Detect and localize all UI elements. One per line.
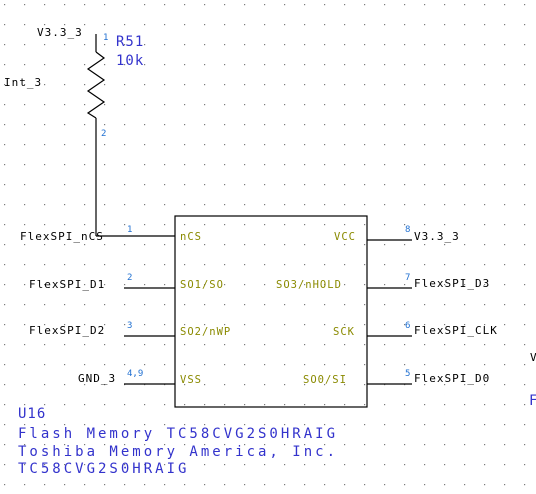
right-pin-row-1[interactable]: VCC 8 V3.3_3 xyxy=(334,225,460,243)
pin-name-so3: SO3/nHOLD xyxy=(276,279,342,291)
component-info-block: U16 Flash Memory TC58CVG2S0HRAIG Toshiba… xyxy=(18,406,338,477)
pin-number-7: 7 xyxy=(405,273,410,283)
edge-fragment-v: V xyxy=(530,351,536,364)
left-pin-row-3[interactable]: FlexSPI_D2 3 SO2/nWP xyxy=(29,321,231,338)
chip-description: Flash Memory TC58CVG2S0HRAIG xyxy=(18,426,338,442)
resistor-zigzag xyxy=(86,51,106,119)
pin-name-so2: SO2/nWP xyxy=(180,326,231,338)
resistor-ref-label: R51 xyxy=(116,34,144,50)
chip-part-number: TC58CVG2S0HRAIG xyxy=(18,461,189,477)
right-pin-row-4[interactable]: SO0/SI 5 FlexSPI_D0 xyxy=(303,369,490,386)
net-label-flexspi-clk: FlexSPI_CLK xyxy=(414,324,498,337)
pin-name-vcc: VCC xyxy=(334,231,356,243)
pin-number-1: 1 xyxy=(127,225,132,235)
ic-body-u16[interactable] xyxy=(174,215,368,408)
pin-number-6: 6 xyxy=(405,321,410,331)
resistor-top-net-label: V3.3_3 xyxy=(37,26,83,39)
pin-name-so0: SO0/SI xyxy=(303,374,347,386)
chip-ref-label: U16 xyxy=(18,406,46,422)
resistor-pin1-number: 1 xyxy=(103,33,108,43)
chip-manufacturer: Toshiba Memory America, Inc. xyxy=(18,444,338,460)
resistor-pin2-number: 2 xyxy=(101,129,106,139)
left-pin-row-2[interactable]: FlexSPI_D1 2 SO1/SO xyxy=(29,273,224,291)
pin-number-3: 3 xyxy=(127,321,132,331)
right-pin-row-3[interactable]: SCK 6 FlexSPI_CLK xyxy=(333,321,498,338)
left-pin-row-4[interactable]: GND_3 4,9 VSS xyxy=(78,369,202,386)
pin-number-5: 5 xyxy=(405,369,410,379)
pin-name-vss: VSS xyxy=(180,374,202,386)
pin-number-4-9: 4,9 xyxy=(127,369,143,379)
left-pin-row-1[interactable]: FlexSPI_nCS 1 nCS xyxy=(20,225,202,243)
pin-number-2: 2 xyxy=(127,273,132,283)
net-label-flexspi-d2: FlexSPI_D2 xyxy=(29,324,105,337)
net-label-flexspi-d0: FlexSPI_D0 xyxy=(414,372,490,385)
pin-name-ncs: nCS xyxy=(180,231,202,243)
net-label-gnd: GND_3 xyxy=(78,372,116,385)
pin-name-so1: SO1/SO xyxy=(180,279,224,291)
resistor-r51[interactable]: V3.3_3 1 2 R51 10k Int_3 xyxy=(4,26,144,236)
net-label-flexspi-d1: FlexSPI_D1 xyxy=(29,278,105,291)
pin-name-sck: SCK xyxy=(333,326,355,338)
net-label-flexspi-ncs: FlexSPI_nCS xyxy=(20,230,104,243)
right-pin-row-2[interactable]: SO3/nHOLD 7 FlexSPI_D3 xyxy=(276,273,490,291)
pin-number-8: 8 xyxy=(405,225,410,235)
net-label-v33-right: V3.3_3 xyxy=(414,230,460,243)
net-label-flexspi-d3: FlexSPI_D3 xyxy=(414,277,490,290)
edge-fragment-f: F xyxy=(529,393,536,409)
resistor-value-label: 10k xyxy=(116,53,144,69)
resistor-side-net-label: Int_3 xyxy=(4,76,42,89)
